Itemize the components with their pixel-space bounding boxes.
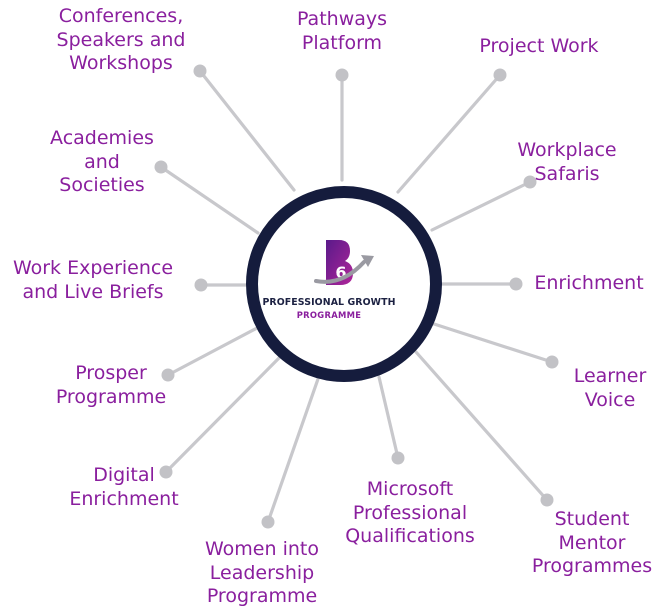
- node-dot-project-work: [493, 68, 507, 82]
- node-dot-conferences: [193, 64, 207, 78]
- node-label-line: Professional: [352, 501, 468, 524]
- spoke-women-leadership: [266, 377, 320, 524]
- logo-title: PROFESSIONAL GROWTH: [262, 297, 396, 308]
- spoke-workplace-safaris: [430, 180, 532, 232]
- node-dot-work-experience: [194, 278, 208, 292]
- node-label-line: Workplace: [517, 139, 617, 161]
- node-dot-microsoft: [391, 451, 405, 465]
- node-label-line: Qualifications: [345, 525, 475, 547]
- node-label-line: and: [84, 150, 120, 173]
- svg-text:6: 6: [335, 263, 346, 282]
- node-label-line: Learner: [573, 365, 647, 387]
- spoke-prosper: [166, 325, 261, 377]
- node-label-line: Student: [554, 508, 630, 530]
- spoke-digital-enrichment: [164, 356, 281, 474]
- node-label-line: Platform: [301, 31, 383, 54]
- node-dot-digital-enrichment: [159, 465, 173, 479]
- node-label-line: Programmes: [531, 555, 653, 577]
- node-label-line: Work Experience: [12, 257, 174, 279]
- node-dot-pathways: [335, 68, 349, 82]
- node-label-project-work: Project Work: [472, 35, 606, 59]
- logo-subtitle: PROGRAMME: [296, 310, 362, 320]
- node-label-line: Prosper: [75, 362, 147, 384]
- spoke-student-mentor: [414, 350, 549, 502]
- node-dot-student-mentor: [540, 493, 554, 507]
- node-label-line: Women into: [205, 538, 319, 560]
- node-label-line: Societies: [59, 174, 145, 196]
- node-dot-women-leadership: [261, 515, 275, 529]
- node-label-line: Workshops: [69, 52, 173, 74]
- node-label-line: Safaris: [534, 162, 600, 185]
- node-label-line: Enrichment: [534, 272, 644, 294]
- node-label-line: Pathways: [296, 8, 388, 30]
- node-label-line: Voice: [584, 388, 636, 411]
- node-label-line: Enrichment: [69, 487, 179, 510]
- node-dot-learner-voice: [545, 355, 559, 369]
- node-dot-prosper: [161, 368, 175, 382]
- node-label-line: Programme: [55, 385, 167, 408]
- logo-mark: 6: [314, 240, 374, 285]
- spoke-conferences: [198, 69, 296, 192]
- node-label-line: Digital: [93, 464, 155, 486]
- spoke-academies: [159, 165, 260, 235]
- node-dot-workplace-safaris: [523, 175, 537, 189]
- node-label-line: and Live Briefs: [22, 280, 164, 303]
- spoke-microsoft: [377, 375, 400, 460]
- node-label-line: Microsoft: [366, 478, 454, 500]
- spoke-learner-voice: [429, 321, 554, 364]
- node-label-enrichment: Enrichment: [528, 272, 650, 296]
- node-dot-academies: [154, 160, 168, 174]
- node-dot-enrichment: [509, 277, 523, 291]
- node-label-line: Mentor: [558, 531, 626, 554]
- node-label-line: Conferences,: [58, 5, 184, 27]
- node-label-line: Leadership: [209, 561, 315, 584]
- node-label-line: Speakers and: [56, 28, 186, 51]
- node-label-line: Academies: [50, 127, 154, 149]
- node-label-line: Programme: [206, 585, 318, 607]
- node-label-line: Project Work: [479, 35, 599, 57]
- spoke-project-work: [396, 73, 502, 194]
